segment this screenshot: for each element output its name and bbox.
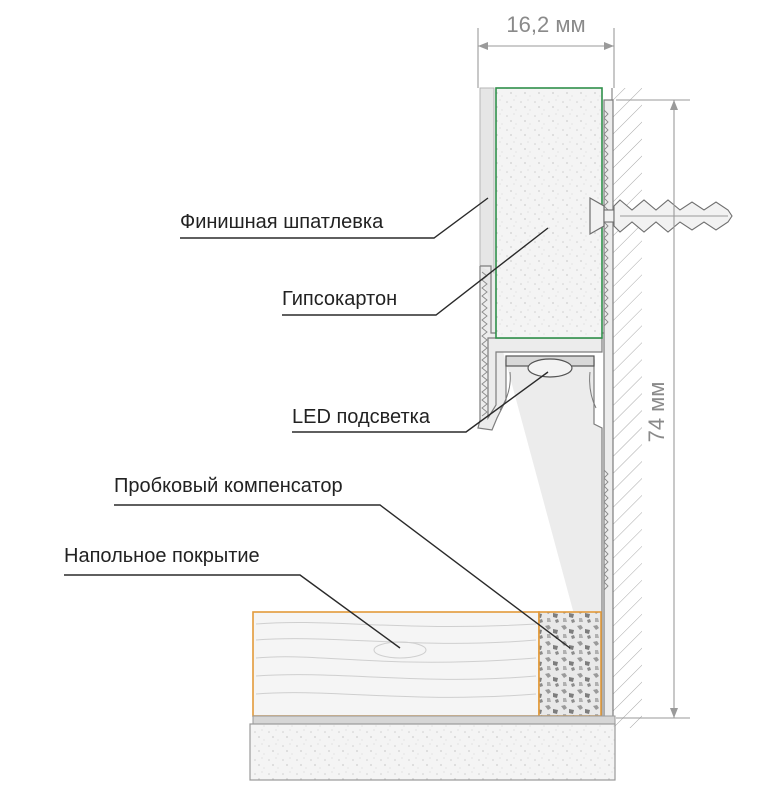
leader-floor [64,574,401,649]
leader-led [292,371,549,433]
led-strip [499,355,597,411]
leader-drywall [282,227,549,316]
label-drywall: Гипсокартон [282,288,397,310]
drywall-board [495,87,603,339]
height-dimension-label: 74 мм [644,382,669,443]
height-dimension: 74 мм [616,99,690,719]
width-dimension-label: 16,2 мм [506,12,585,37]
wall [611,88,642,728]
cork-compensator [538,611,602,717]
leader-finish-putty [180,197,489,239]
leader-cork [114,504,571,649]
width-dimension: 16,2 мм [477,12,615,88]
subfloor [249,723,616,781]
label-floor: Напольное покрытие [64,545,260,567]
floor-covering [252,611,540,717]
underlay [252,715,616,725]
label-cork: Пробковый компенсатор [114,475,343,497]
label-finish-putty: Финишная шпатлевка [180,211,384,233]
label-led: LED подсветка [292,406,431,428]
